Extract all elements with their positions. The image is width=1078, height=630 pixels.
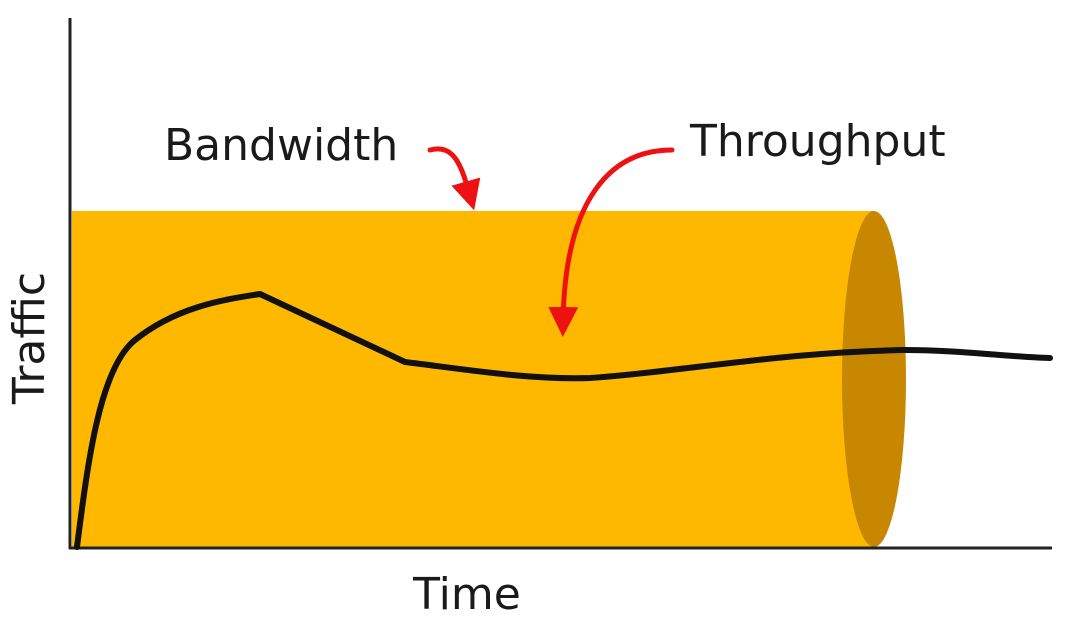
- throughput-arrow: [548, 147, 675, 337]
- throughput-curve: [74, 291, 1053, 550]
- bandwidth-pipe-body: [72, 211, 874, 547]
- throughput-label: Throughput: [689, 116, 946, 167]
- bandwidth-label: Bandwidth: [164, 120, 398, 171]
- bandwidth-pipe-end: [842, 211, 906, 547]
- y-axis-label: Traffic: [4, 272, 55, 405]
- bandwidth-arrow: [427, 146, 481, 211]
- x-axis-label: Time: [412, 569, 521, 620]
